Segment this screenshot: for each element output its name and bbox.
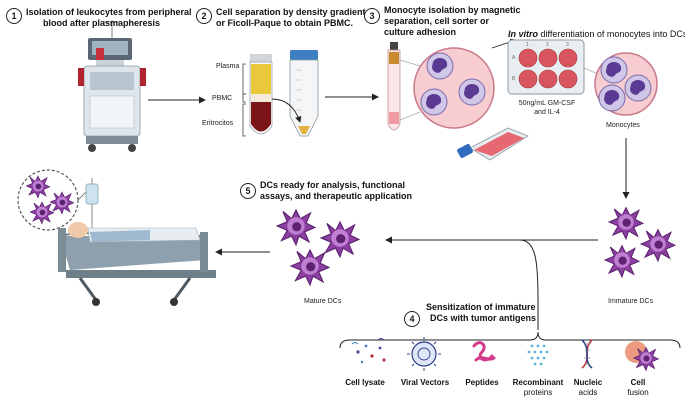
antigen-cell-fusion-label-line1: Cell	[630, 378, 646, 387]
conical-tube-icon	[289, 50, 319, 137]
isolation-tube-icon	[387, 42, 401, 131]
virus-icon	[407, 337, 441, 371]
step-5-number: 5	[240, 183, 256, 199]
label-pbmc: PBMC	[212, 95, 233, 102]
protein-icon	[527, 344, 549, 366]
patient-bed-icon	[17, 169, 216, 306]
label-monocytes: Monocytes	[606, 122, 640, 129]
step-1-number: 1	[6, 8, 22, 24]
step-5-text-line1: DCs ready for analysis, functional	[260, 180, 406, 190]
arrow-pbmc-transfer	[271, 98, 302, 123]
step-5-text-line2: assays, and therapeutic application	[260, 191, 413, 201]
antigen-peptides-label: Peptides	[465, 378, 499, 387]
step-4-number: 4	[404, 311, 420, 327]
immature-dc-cluster	[604, 207, 676, 278]
label-immature-dcs: Immature DCs	[608, 298, 654, 305]
step-3-number: 3	[364, 8, 380, 24]
plate-label-col1: 1	[526, 42, 529, 48]
step-2-text-line1: Cell separation by density gradient	[216, 7, 366, 17]
plate-label-row-a: A	[512, 55, 516, 61]
monocyte-culture-circle	[594, 52, 658, 116]
differentiation-italic: In vitro	[508, 29, 539, 39]
antigen-recombinant-label-line1: Recombinant	[512, 378, 564, 387]
antigen-connector-line	[519, 239, 539, 330]
mature-dc-cluster	[276, 209, 360, 286]
peptide-icon	[472, 341, 496, 362]
plate-label-row-b: B	[512, 76, 516, 82]
cell-lysate-icon	[351, 338, 386, 364]
antigen-cell-lysate-label: Cell lysate	[345, 378, 385, 387]
antigen-brace	[339, 331, 681, 349]
culture-condition-line2: and IL-4	[534, 109, 560, 116]
step-4-text-line1: Sensitization of immature	[426, 302, 536, 312]
step-2-text-line2: or Ficoll-Paque to obtain PBMC.	[216, 18, 353, 28]
step-3-text-line3: culture adhesion	[384, 27, 457, 37]
culture-flask-icon	[457, 127, 529, 161]
step-3-text-line1: Monocyte isolation by magnetic	[384, 5, 521, 15]
plate-label-col2: 2	[546, 42, 549, 48]
label-erythrocytes: Eritrocitos	[202, 120, 234, 127]
antigen-viral-vectors-label: Viral Vectors	[400, 378, 450, 387]
cell-fusion-icon	[625, 341, 659, 371]
step-1-text-line1: Isolation of leukocytes from peripheral	[26, 7, 192, 17]
culture-plate-icon	[507, 39, 585, 95]
plate-label-col3: 3	[566, 42, 569, 48]
tube-brackets	[242, 63, 246, 137]
step-3-text-line2: separation, cell sorter or	[384, 16, 490, 26]
dna-icon	[581, 339, 593, 369]
label-mature-dcs: Mature DCs	[304, 298, 342, 305]
differentiation-rest: differentiation of monocytes into DCs	[538, 29, 685, 39]
step-1-text-line2: blood after plasmapheresis	[43, 18, 161, 28]
culture-condition-line1: 50ng/mL GM-CSF	[518, 100, 576, 107]
step-2-number: 2	[196, 8, 212, 24]
differentiation-title: In vitro differentiation of monocytes in…	[508, 29, 685, 40]
antigen-nucleic-label-line2: acids	[578, 388, 598, 397]
label-plasma: Plasma	[216, 63, 240, 70]
antigen-nucleic-label-line1: Nucleic	[573, 378, 603, 387]
plate-wells	[518, 48, 578, 89]
density-gradient-tube-icon	[249, 54, 273, 135]
antigen-recombinant-label-line2: proteins	[523, 388, 553, 397]
plasmapheresis-machine-icon	[78, 20, 146, 152]
monocyte-zoom-circle	[413, 47, 495, 129]
step-4-text-line2: DCs with tumor antigens	[430, 313, 537, 323]
antigen-cell-fusion-label-line2: fusion	[627, 388, 649, 397]
